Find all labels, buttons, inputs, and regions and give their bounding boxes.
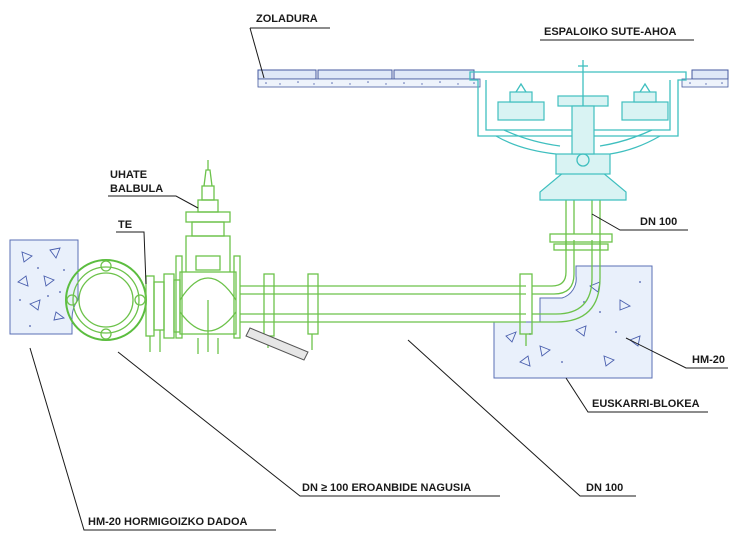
- label-main-pipe: DN ≥ 100 EROANBIDE NAGUSIA: [302, 482, 471, 494]
- support-strut: [245, 327, 309, 361]
- label-hm20: HM-20: [692, 354, 725, 366]
- branch-pipe: [240, 273, 533, 350]
- label-support-block: EUSKARRI-BLOKEA: [592, 398, 700, 410]
- label-paving: ZOLADURA: [256, 13, 318, 25]
- tee-fitting: [145, 273, 181, 352]
- label-gate-valve-2: BALBULA: [110, 183, 163, 195]
- elbow-riser: [532, 200, 613, 323]
- label-gate-valve-1: UHATE: [110, 169, 147, 181]
- leader-lines: [29, 27, 728, 531]
- paving-surface: [257, 69, 729, 88]
- concrete-die-left: [9, 239, 79, 335]
- label-hydrant: ESPALOIKO SUTE-AHOA: [544, 26, 676, 38]
- label-dn-riser: DN 100: [640, 216, 677, 228]
- gate-valve: [175, 160, 241, 354]
- underground-hydrant: [469, 60, 687, 201]
- label-tee: TE: [118, 219, 132, 231]
- label-concrete-die: HM-20 HORMIGOIZKO DADOA: [88, 516, 248, 528]
- label-dn-branch: DN 100: [586, 482, 623, 494]
- main-pipe-cross-section: [65, 259, 147, 341]
